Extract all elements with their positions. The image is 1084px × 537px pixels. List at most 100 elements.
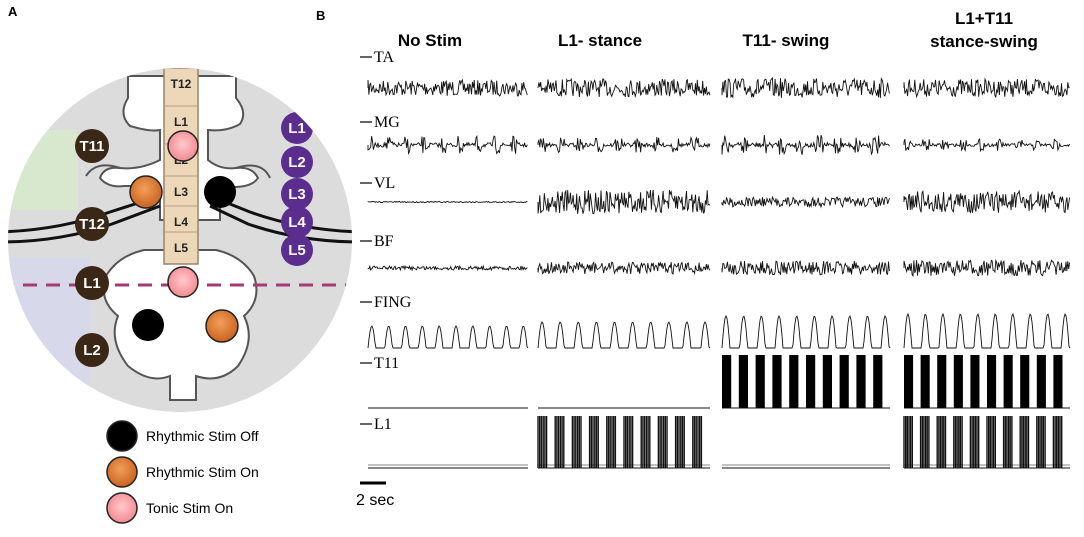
channel-label-l1: L1 — [374, 416, 392, 433]
emg-trace-mg — [537, 136, 711, 154]
emg-trace-bf — [367, 264, 528, 272]
legend-label: Tonic Stim On — [146, 500, 233, 516]
left-root-bead-t12: T12 — [75, 207, 109, 241]
right-root-bead-l4: L4 — [281, 206, 313, 238]
fing-trace — [721, 314, 891, 349]
vertebra-label-t12: T12 — [171, 77, 192, 91]
right-root-bead-circle — [281, 234, 313, 266]
t11-stim-burst — [839, 355, 849, 408]
emg-trace-ta — [537, 77, 711, 98]
left-root-upper — [8, 194, 161, 234]
right-root-bead-label: L1 — [288, 120, 306, 137]
vertebra-label-l4: L4 — [174, 215, 188, 229]
fing-trace — [537, 321, 711, 349]
channel-label-vl: VL — [374, 175, 395, 192]
channel-label-bf: BF — [374, 233, 394, 250]
emg-trace-vl — [903, 189, 1071, 214]
emg-trace-bf — [903, 258, 1071, 278]
vertebra-label-l3: L3 — [174, 185, 188, 199]
left-root-bead-circle — [75, 207, 109, 241]
scale-bar-label: 2 sec — [356, 492, 394, 509]
left-root-bead-label: T11 — [79, 138, 104, 155]
channel-label-fing: FING — [374, 294, 412, 311]
tonic-electrode-bottom — [167, 266, 199, 298]
column-title-4: L1+T11 — [955, 9, 1013, 28]
right-root-bead-l2: L2 — [281, 146, 313, 178]
left-root-bead-circle — [75, 129, 109, 163]
rhythmic-off-electrode-right — [204, 176, 236, 208]
t11-stim-burst — [822, 355, 832, 408]
legend-item-1: Rhythmic Stim Off — [106, 420, 259, 452]
emg-trace-vl — [367, 200, 528, 204]
vertebra-column — [163, 68, 199, 265]
rhythmic-on-electrode-right — [205, 309, 239, 343]
t11-stim-burst — [1020, 355, 1030, 408]
left-root-bead-label: T12 — [79, 216, 105, 233]
left-root-bead-circle — [75, 333, 109, 367]
t11-stim-burst — [856, 355, 866, 408]
right-root-bead-l1: L1 — [281, 112, 313, 144]
emg-trace-vl — [721, 195, 890, 209]
t11-stim-burst — [806, 355, 816, 408]
emg-trace-bf — [721, 260, 890, 276]
left-root-bead-l2: L2 — [75, 333, 109, 367]
legend-swatch — [106, 420, 138, 452]
fing-trace — [367, 325, 529, 349]
channel-label-mg: MG — [374, 114, 400, 131]
right-root-bead-circle — [281, 206, 313, 238]
right-root-bead-l5: L5 — [281, 234, 313, 266]
left-root-bead-label: L2 — [83, 342, 101, 359]
t11-stim-burst — [873, 355, 883, 408]
right-root-bead-label: L2 — [288, 154, 306, 171]
emg-traces — [367, 76, 1071, 469]
column-title-3: T11- swing — [743, 31, 830, 50]
t11-stim-burst — [920, 355, 930, 408]
right-root-bead-circle — [281, 146, 313, 178]
right-root-bead-label: L4 — [288, 214, 306, 231]
t11-stim-burst — [953, 355, 963, 408]
t11-stim-burst — [1053, 355, 1063, 408]
emg-trace-mg — [903, 138, 1071, 153]
rhythmic-on-electrode-left — [129, 175, 163, 209]
t11-stim-burst — [904, 355, 914, 408]
t11-stim-burst — [789, 355, 799, 408]
right-root-bead-circle — [281, 178, 313, 210]
t11-stim-burst — [970, 355, 980, 408]
emg-trace-ta — [903, 77, 1070, 99]
legend-swatch — [106, 456, 138, 488]
emg-trace-ta — [721, 76, 890, 99]
t11-stim-burst — [987, 355, 997, 408]
tonic-electrode-top — [167, 130, 199, 162]
right-root-bead-label: L5 — [288, 242, 306, 259]
panel-a-letter: A — [8, 4, 18, 19]
panel-a: A T12L1L2L3L4L5 — [8, 4, 352, 524]
legend-label: Rhythmic Stim Off — [146, 428, 259, 444]
scale-bar: 2 sec — [356, 481, 394, 509]
t11-stim-burst — [1036, 355, 1046, 408]
left-root-bead-circle — [75, 266, 109, 300]
emg-trace-mg — [721, 135, 890, 156]
column-title-1: No Stim — [398, 31, 462, 50]
t11-stim-burst — [1003, 355, 1013, 408]
channel-label-ta: TA — [374, 49, 394, 66]
legend-item-2: Rhythmic Stim On — [106, 456, 259, 488]
legend-label: Rhythmic Stim On — [146, 464, 259, 480]
rhythmic-off-electrode-left — [132, 309, 164, 341]
emg-trace-bf — [537, 261, 711, 276]
t11-stim-burst — [937, 355, 947, 408]
emg-trace-vl — [537, 189, 711, 215]
t11-stim-burst — [755, 355, 765, 408]
right-root-bead-l3: L3 — [281, 178, 313, 210]
legend-swatch — [106, 492, 138, 524]
t11-stim-burst — [772, 355, 782, 408]
vertebra-label-l5: L5 — [174, 241, 188, 255]
emg-trace-mg — [367, 135, 528, 155]
column-title-2: L1- stance — [558, 31, 642, 50]
fing-trace — [903, 312, 1071, 349]
right-root-bead-label: L3 — [288, 186, 306, 203]
column-title-4: stance-swing — [930, 32, 1038, 51]
